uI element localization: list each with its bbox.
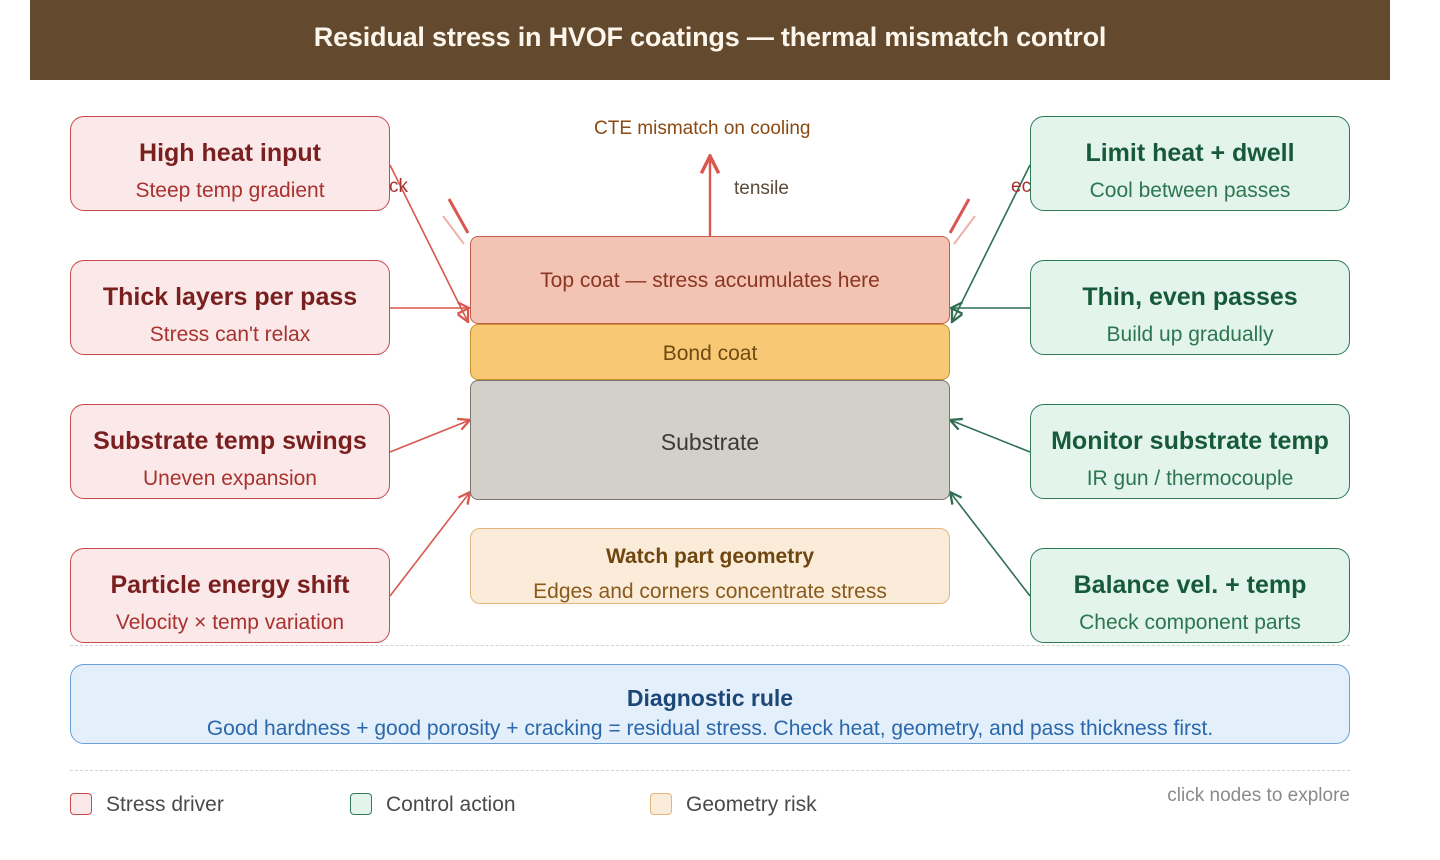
geometry-subtitle: Edges and corners concentrate stress xyxy=(533,580,887,603)
control-subtitle: Cool between passes xyxy=(1089,179,1291,202)
control-node-monitor-temp[interactable]: Monitor substrate temp IR gun / thermoco… xyxy=(1030,404,1350,499)
cte-mismatch-label: CTE mismatch on cooling xyxy=(594,118,811,139)
control-title: Limit heat + dwell xyxy=(1085,139,1295,167)
edge-substrate-swings xyxy=(389,420,470,453)
bond-coat-layer[interactable]: Bond coat xyxy=(470,324,950,380)
diagnostic-text: Good hardness + good porosity + cracking… xyxy=(206,717,1214,740)
control-title: Balance vel. + temp xyxy=(1073,571,1307,599)
legend-swatch xyxy=(650,793,672,815)
driver-node-heat-input[interactable]: High heat input Steep temp gradient xyxy=(70,116,390,211)
legend-swatch xyxy=(350,793,372,815)
edge-balance-vel xyxy=(950,492,1031,597)
legend-swatch xyxy=(70,793,92,815)
driver-title: High heat input xyxy=(139,139,321,167)
control-subtitle: IR gun / thermocouple xyxy=(1086,467,1294,490)
crack-mark-right xyxy=(948,198,976,245)
driver-subtitle: Uneven expansion xyxy=(143,467,317,490)
page-title: Residual stress in HVOF coatings — therm… xyxy=(313,22,1107,52)
edge-limit-heat xyxy=(952,164,1031,322)
control-node-balance-vel[interactable]: Balance vel. + temp Check component part… xyxy=(1030,548,1350,643)
bond-coat-label: Bond coat xyxy=(662,342,758,365)
tensile-label: tensile xyxy=(734,178,789,199)
control-node-thin-passes[interactable]: Thin, even passes Build up gradually xyxy=(1030,260,1350,355)
diagnostic-rule-box: Diagnostic rule Good hardness + good por… xyxy=(70,664,1350,744)
crack-label-right: ec xyxy=(1011,176,1032,197)
driver-title: Particle energy shift xyxy=(110,571,350,599)
driver-node-thick-layers[interactable]: Thick layers per pass Stress can't relax xyxy=(70,260,390,355)
control-title: Monitor substrate temp xyxy=(1051,427,1329,455)
edge-monitor-temp xyxy=(950,420,1031,453)
geometry-title: Watch part geometry xyxy=(605,545,815,568)
edge-particle-energy xyxy=(389,492,470,597)
control-subtitle: Check component parts xyxy=(1079,611,1301,634)
top-coat-label: Top coat — stress accumulates here xyxy=(540,269,880,292)
legend-label: Geometry risk xyxy=(686,793,817,816)
driver-subtitle: Steep temp gradient xyxy=(135,179,325,202)
title-bar: Residual stress in HVOF coatings — therm… xyxy=(30,0,1390,80)
crack-mark-left xyxy=(442,198,470,245)
driver-node-particle-energy[interactable]: Particle energy shift Velocity × temp va… xyxy=(70,548,390,643)
control-subtitle: Build up gradually xyxy=(1106,323,1274,346)
substrate-label: Substrate xyxy=(660,429,760,455)
top-coat-layer[interactable]: Top coat — stress accumulates here xyxy=(470,236,950,324)
driver-node-substrate-swings[interactable]: Substrate temp swings Uneven expansion xyxy=(70,404,390,499)
edge-heat-input xyxy=(389,164,468,322)
driver-title: Thick layers per pass xyxy=(102,283,358,311)
legend-label: Control action xyxy=(386,793,516,816)
geometry-risk-node[interactable]: Watch part geometry Edges and corners co… xyxy=(470,528,950,604)
substrate-layer[interactable]: Substrate xyxy=(470,380,950,500)
driver-title: Substrate temp swings xyxy=(93,427,367,455)
divider-bottom xyxy=(70,770,1350,771)
driver-subtitle: Stress can't relax xyxy=(149,323,311,346)
divider-top xyxy=(70,645,1350,646)
legend-label: Stress driver xyxy=(106,793,224,816)
diagnostic-title: Diagnostic rule xyxy=(626,685,794,711)
control-node-limit-heat[interactable]: Limit heat + dwell Cool between passes xyxy=(1030,116,1350,211)
driver-subtitle: Velocity × temp variation xyxy=(115,611,345,634)
explore-hint: click nodes to explore xyxy=(1167,785,1350,806)
crack-label-left: ck xyxy=(389,176,408,197)
control-title: Thin, even passes xyxy=(1082,283,1298,311)
